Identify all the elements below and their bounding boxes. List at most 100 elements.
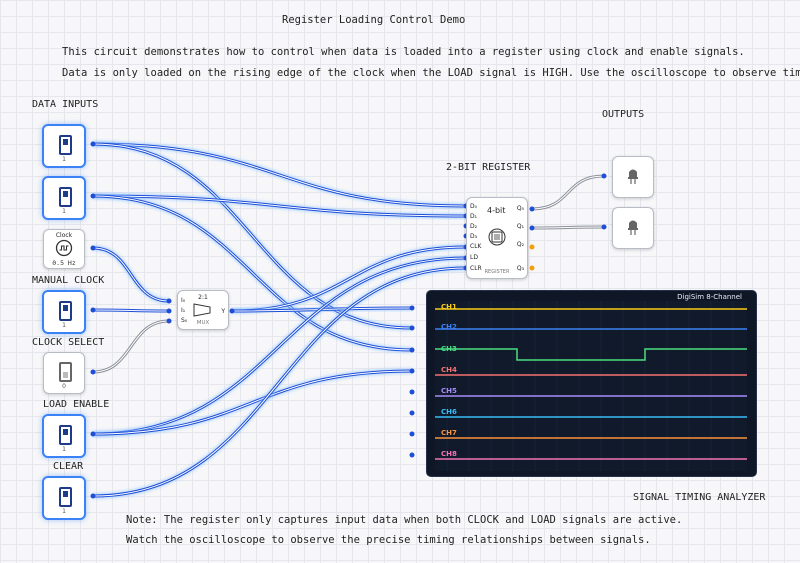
output-led-1[interactable] — [612, 207, 654, 249]
switch-value: 1 — [62, 446, 66, 453]
wire-data0-to-ch2[interactable] — [92, 141, 413, 331]
scope-input-port-dot[interactable] — [409, 410, 415, 416]
scope-screen — [435, 301, 747, 471]
mux-pin-s0: S₀ — [181, 317, 188, 324]
mux-input-port-dot[interactable] — [166, 298, 172, 304]
register-pin-q1: Q₁ — [516, 223, 524, 230]
output-port-dot[interactable] — [90, 193, 96, 199]
scope-channel-label-ch4: CH4 — [441, 366, 457, 374]
scope-input-port-dot[interactable] — [409, 452, 415, 458]
wire-manual-to-mux[interactable] — [92, 307, 170, 314]
output-port-dot[interactable] — [90, 141, 96, 147]
label-manual-clock: MANUAL CLOCK — [32, 275, 105, 286]
register-title: 4-bit — [487, 206, 506, 215]
output-led-0[interactable] — [612, 156, 654, 198]
label-clock-select: CLOCK SELECT — [32, 337, 105, 348]
label-analyzer: SIGNAL TIMING ANALYZER — [633, 492, 766, 503]
mux-output-port-dot[interactable] — [229, 308, 235, 314]
label-register: 2-BIT REGISTER — [446, 162, 531, 173]
data-input-1-switch[interactable]: 1 — [42, 176, 86, 220]
note-line-1: Note: The register only captures input d… — [126, 514, 683, 526]
scope-display — [435, 301, 747, 471]
switch-value: 0 — [62, 383, 66, 390]
mux-caption: MUX — [196, 320, 210, 326]
wire-q0-to-led0[interactable] — [531, 174, 605, 211]
output-port-dot[interactable] — [90, 369, 96, 375]
scope-input-port-dot[interactable] — [409, 305, 415, 311]
register-component[interactable]: 4-bit D₀ D₁ D₂ D₃ CLK LD CLR Q₀ Q₁ Q₂ Q₃… — [466, 197, 528, 279]
scope-trace-ch3 — [435, 348, 747, 361]
scope-input-port-dot[interactable] — [409, 389, 415, 395]
clock-title: Clock — [55, 232, 73, 239]
wire-q1-to-led1[interactable] — [531, 225, 605, 230]
data-input-0-switch[interactable]: 1 — [42, 124, 86, 168]
wire-select-to-mux[interactable] — [92, 319, 170, 374]
mux-pin-i0: I₀ — [181, 297, 186, 304]
register-pin-q3: Q₃ — [516, 265, 524, 272]
toggle-switch-icon — [59, 362, 72, 382]
wire-data1-to-d1[interactable] — [92, 193, 467, 219]
scope-channel-label-ch1: CH1 — [441, 303, 457, 311]
wire-clock-to-mux[interactable] — [92, 245, 170, 304]
toggle-switch-icon — [59, 487, 72, 507]
mux-title: 2:1 — [198, 294, 208, 301]
description-line-1: This circuit demonstrates how to control… — [62, 46, 745, 58]
wire-mux-to-clk[interactable] — [231, 244, 467, 314]
register-pin-d3: D₃ — [470, 233, 478, 240]
load-enable-switch[interactable]: 1 — [42, 414, 86, 458]
toggle-switch-icon — [59, 135, 72, 155]
register-pin-q2: Q₂ — [516, 241, 524, 248]
wire-data1-to-ch3[interactable] — [92, 193, 413, 353]
clock-frequency: 0.5 Hz — [52, 259, 76, 267]
switch-value: 1 — [62, 208, 66, 215]
toggle-switch-icon — [59, 425, 72, 445]
scope-input-port-dot[interactable] — [409, 368, 415, 374]
clear-switch[interactable]: 1 — [42, 476, 86, 520]
clock-select-switch[interactable]: 0 — [43, 352, 85, 394]
label-clear: CLEAR — [53, 461, 84, 472]
register-pin-ld: LD — [470, 254, 478, 261]
scope-channel-label-ch5: CH5 — [441, 387, 457, 395]
register-pin-q0: Q₀ — [516, 205, 524, 212]
output-port-dot[interactable] — [90, 307, 96, 313]
output-port-dot[interactable] — [90, 493, 96, 499]
register-q1-port-dot[interactable] — [529, 225, 535, 231]
register-pin-clk: CLK — [470, 243, 482, 250]
note-line-2: Watch the oscilloscope to observe the pr… — [126, 534, 651, 546]
scope-channel-label-ch3: CH3 — [441, 345, 457, 353]
register-q2-port-dot[interactable] — [529, 244, 535, 250]
led1-input-port-dot[interactable] — [601, 224, 607, 230]
mux-input-port-dot[interactable] — [166, 308, 172, 314]
output-port-dot[interactable] — [90, 431, 96, 437]
register-q0-port-dot[interactable] — [529, 206, 535, 212]
mux-component[interactable]: 2:1 I₀ I₁ S₀ Y MUX — [177, 290, 229, 330]
scope-channel-label-ch2: CH2 — [441, 323, 457, 331]
label-load-enable: LOAD ENABLE — [43, 399, 110, 410]
scope-channel-label-ch6: CH6 — [441, 408, 457, 416]
register-pin-d2: D₂ — [470, 223, 478, 230]
toggle-switch-icon — [59, 187, 72, 207]
description-line-2: Data is only loaded on the rising edge o… — [62, 67, 800, 79]
register-q3-port-dot[interactable] — [529, 265, 535, 271]
scope-input-port-dot[interactable] — [409, 347, 415, 353]
chip-icon — [488, 228, 506, 246]
wire-clear-to-clr[interactable] — [92, 265, 467, 499]
scope-input-port-dot[interactable] — [409, 325, 415, 331]
manual-clock-switch[interactable]: 1 — [42, 290, 86, 334]
scope-title: DigiSim 8-Channel — [677, 293, 742, 301]
wire-data0-to-d0[interactable] — [92, 141, 467, 209]
scope-input-port-dot[interactable] — [409, 431, 415, 437]
wire-load-to-ld[interactable] — [92, 255, 467, 437]
page-title: Register Loading Control Demo — [282, 14, 466, 26]
switch-value: 1 — [62, 508, 66, 515]
clock-source[interactable]: Clock 0.5 Hz — [43, 229, 85, 269]
output-port-dot[interactable] — [90, 245, 96, 251]
mux-input-port-dot[interactable] — [166, 318, 172, 324]
toggle-switch-icon — [59, 301, 72, 321]
scope-channel-label-ch8: CH8 — [441, 450, 457, 458]
register-pin-d1: D₁ — [470, 213, 478, 220]
wire-load-to-ch4[interactable] — [92, 368, 413, 437]
led0-input-port-dot[interactable] — [601, 173, 607, 179]
